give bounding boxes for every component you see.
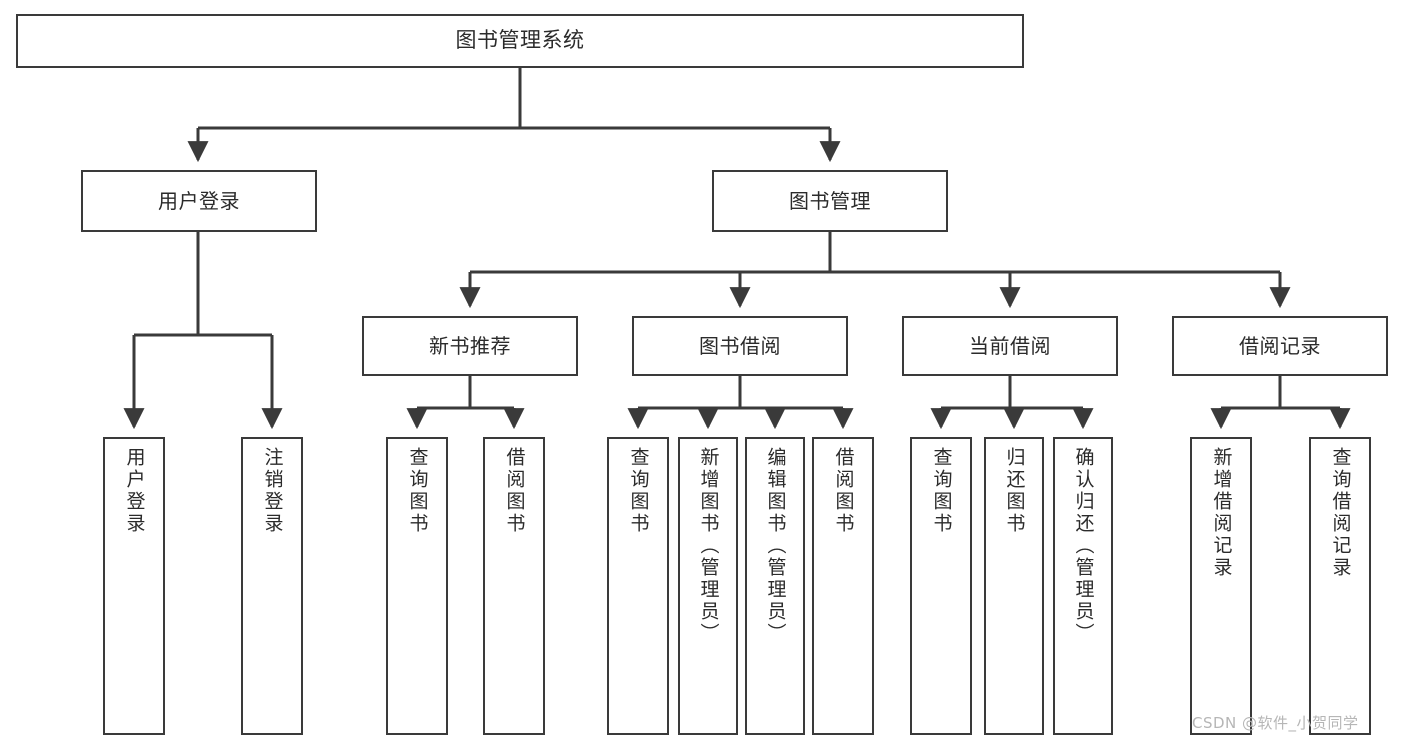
node-book-manage[interactable]: 图书管理	[712, 170, 948, 232]
node-leaf-user-login[interactable]: 用户登录	[103, 437, 165, 735]
node-new-book-rec[interactable]: 新书推荐	[362, 316, 578, 376]
node-leaf-borrow-book-1[interactable]: 借阅图书	[483, 437, 545, 735]
node-leaf-borrow-book-2-label: 借阅图书	[832, 447, 855, 535]
node-leaf-logout[interactable]: 注销登录	[241, 437, 303, 735]
node-leaf-confirm-return[interactable]: 确认归还（管理员）	[1053, 437, 1113, 735]
node-leaf-query-book-1[interactable]: 查询图书	[386, 437, 448, 735]
node-leaf-add-book[interactable]: 新增图书（管理员）	[678, 437, 738, 735]
node-leaf-add-book-label: 新增图书（管理员）	[697, 447, 720, 645]
node-leaf-borrow-book-1-label: 借阅图书	[503, 447, 526, 535]
node-leaf-confirm-return-label: 确认归还（管理员）	[1072, 447, 1095, 645]
node-leaf-edit-book-label: 编辑图书（管理员）	[764, 447, 787, 645]
node-leaf-query-book-1-label: 查询图书	[406, 447, 429, 535]
node-leaf-query-book-3-label: 查询图书	[930, 447, 953, 535]
node-current-borrow-label: 当前借阅	[969, 333, 1051, 358]
node-book-borrow[interactable]: 图书借阅	[632, 316, 848, 376]
node-leaf-query-book-3[interactable]: 查询图书	[910, 437, 972, 735]
node-leaf-add-record-label: 新增借阅记录	[1210, 447, 1233, 579]
node-leaf-add-record[interactable]: 新增借阅记录	[1190, 437, 1252, 735]
node-root[interactable]: 图书管理系统	[16, 14, 1024, 68]
node-book-borrow-label: 图书借阅	[699, 333, 781, 358]
node-leaf-query-record-label: 查询借阅记录	[1329, 447, 1352, 579]
node-borrow-record-label: 借阅记录	[1239, 333, 1321, 358]
node-leaf-return-book[interactable]: 归还图书	[984, 437, 1044, 735]
node-root-label: 图书管理系统	[455, 28, 585, 53]
node-user-login[interactable]: 用户登录	[81, 170, 317, 232]
node-leaf-query-record[interactable]: 查询借阅记录	[1309, 437, 1371, 735]
node-leaf-edit-book[interactable]: 编辑图书（管理员）	[745, 437, 805, 735]
node-leaf-borrow-book-2[interactable]: 借阅图书	[812, 437, 874, 735]
node-leaf-query-book-2-label: 查询图书	[627, 447, 650, 535]
node-new-book-rec-label: 新书推荐	[429, 333, 511, 358]
node-book-manage-label: 图书管理	[789, 188, 871, 213]
watermark-text: CSDN @软件_小贺同学	[1192, 714, 1359, 732]
node-borrow-record[interactable]: 借阅记录	[1172, 316, 1388, 376]
node-current-borrow[interactable]: 当前借阅	[902, 316, 1118, 376]
node-user-login-label: 用户登录	[158, 188, 240, 213]
node-leaf-query-book-2[interactable]: 查询图书	[607, 437, 669, 735]
node-leaf-user-login-label: 用户登录	[123, 447, 146, 535]
node-leaf-return-book-label: 归还图书	[1003, 447, 1026, 535]
node-leaf-logout-label: 注销登录	[261, 447, 284, 535]
